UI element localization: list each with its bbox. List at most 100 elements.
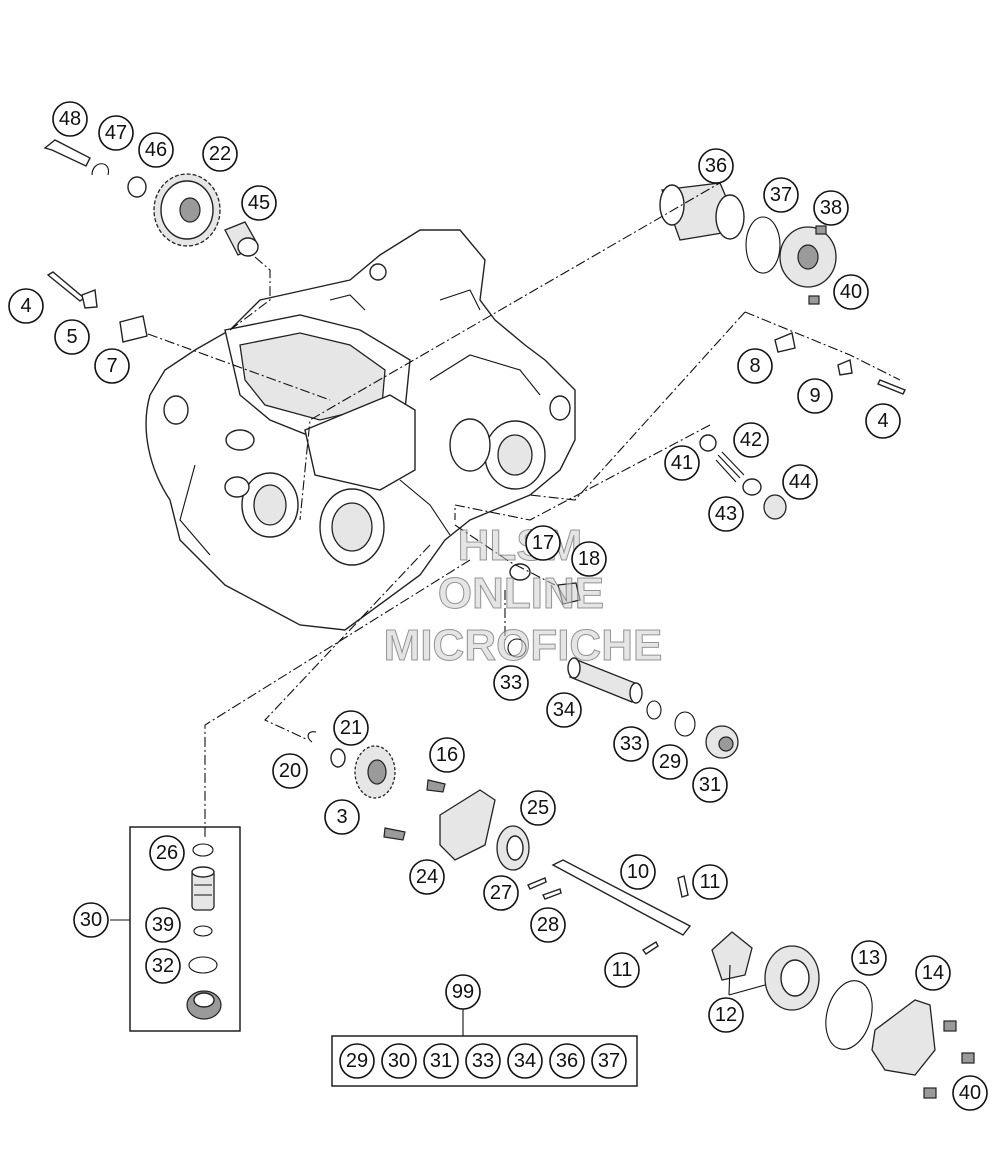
- callout-99[interactable]: 99: [445, 974, 481, 1010]
- callout-29[interactable]: 29: [652, 744, 688, 780]
- callout-30[interactable]: 30: [73, 902, 109, 938]
- callout-40-bottom[interactable]: 40: [952, 1075, 988, 1111]
- plug-44-icon: [763, 494, 787, 520]
- callout-25[interactable]: 25: [520, 790, 556, 826]
- callout-36-label: 36: [705, 155, 727, 177]
- callout-4-left[interactable]: 4: [8, 288, 44, 324]
- callout-37[interactable]: 37: [763, 177, 799, 213]
- callout-43-label: 43: [715, 503, 737, 525]
- callout-47[interactable]: 47: [98, 115, 134, 151]
- callout-39[interactable]: 39: [145, 907, 181, 943]
- callout-7[interactable]: 7: [94, 348, 130, 384]
- callout-22[interactable]: 22: [202, 136, 238, 172]
- callout-17[interactable]: 17: [525, 525, 561, 561]
- callout-24-label: 24: [416, 866, 438, 888]
- callout-13[interactable]: 13: [851, 940, 887, 976]
- callout-48[interactable]: 48: [52, 101, 88, 137]
- watermark-line-3: MICROFICHE: [384, 621, 663, 670]
- callout-24[interactable]: 24: [409, 859, 445, 895]
- kit-item-7[interactable]: 37: [591, 1043, 627, 1079]
- kit-item-3[interactable]: 31: [423, 1043, 459, 1079]
- kit-item-7-label: 37: [598, 1050, 620, 1072]
- o-ring-33a-icon: [507, 638, 527, 658]
- kit-item-2[interactable]: 30: [381, 1043, 417, 1079]
- bracket-5-icon: [81, 289, 98, 309]
- callout-8[interactable]: 8: [737, 348, 773, 384]
- plate-24-icon: [439, 789, 496, 861]
- kit-item-5[interactable]: 34: [507, 1043, 543, 1079]
- callout-33-upper[interactable]: 33: [493, 665, 529, 701]
- callout-39-label: 39: [152, 914, 174, 936]
- callout-48-label: 48: [59, 108, 81, 130]
- callout-18[interactable]: 18: [571, 541, 607, 577]
- callout-34-label: 34: [553, 699, 575, 721]
- callout-5[interactable]: 5: [54, 319, 90, 355]
- bolt-4-left-icon: [46, 271, 86, 302]
- callout-33-lower[interactable]: 33: [613, 726, 649, 762]
- callout-26[interactable]: 26: [149, 835, 185, 871]
- bolt-40c-icon: [943, 1020, 957, 1032]
- callout-31[interactable]: 31: [692, 767, 728, 803]
- callout-27[interactable]: 27: [483, 875, 519, 911]
- callout-34[interactable]: 34: [546, 692, 582, 728]
- washer-43-icon: [742, 478, 762, 496]
- circlip-20-icon: [307, 731, 317, 743]
- kit-item-1[interactable]: 29: [339, 1043, 375, 1079]
- callout-9-label: 9: [809, 385, 820, 407]
- callout-4-right-label: 4: [877, 410, 888, 432]
- callout-44[interactable]: 44: [782, 464, 818, 500]
- callout-10[interactable]: 10: [620, 854, 656, 890]
- callout-14[interactable]: 14: [915, 955, 951, 991]
- callout-20[interactable]: 20: [272, 753, 308, 789]
- shaft-34-icon: [567, 657, 643, 704]
- callout-29-label: 29: [659, 751, 681, 773]
- callout-21[interactable]: 21: [333, 710, 369, 746]
- plate-8-icon: [774, 332, 796, 353]
- callout-40-top[interactable]: 40: [833, 274, 869, 310]
- watermark: HLSM ONLINE MICROFICHE: [383, 521, 663, 671]
- callout-12[interactable]: 12: [708, 997, 744, 1033]
- watermark-line-1: HLSM: [458, 521, 583, 570]
- pin-11b-icon: [641, 941, 659, 955]
- callout-45-label: 45: [248, 192, 270, 214]
- gear-22-icon: [153, 173, 221, 247]
- callout-11-upper[interactable]: 11: [692, 864, 728, 900]
- callout-4-right[interactable]: 4: [865, 403, 901, 439]
- callout-28[interactable]: 28: [530, 907, 566, 943]
- callout-44-label: 44: [789, 471, 811, 493]
- callout-99-label: 99: [452, 981, 474, 1003]
- callouts: 48 47 46 22 45 4 5 7 36 37 38 40 8 9 4 4…: [8, 101, 988, 1111]
- callout-22-label: 22: [209, 143, 231, 165]
- callout-41[interactable]: 41: [664, 445, 700, 481]
- callout-32[interactable]: 32: [145, 948, 181, 984]
- callout-16[interactable]: 16: [429, 737, 465, 773]
- callout-3[interactable]: 3: [324, 799, 360, 835]
- callout-46-label: 46: [145, 139, 167, 161]
- callout-42[interactable]: 42: [733, 422, 769, 458]
- callout-26-label: 26: [156, 842, 178, 864]
- callout-18-label: 18: [578, 548, 600, 570]
- pin-28-icon: [542, 888, 562, 900]
- callout-40-top-label: 40: [840, 281, 862, 303]
- callout-38[interactable]: 38: [813, 190, 849, 226]
- rotor-12a-icon: [711, 931, 753, 981]
- kit-item-4[interactable]: 33: [465, 1043, 501, 1079]
- leader-lines: [110, 179, 901, 1036]
- washer-21-icon: [330, 748, 346, 768]
- callout-16-label: 16: [436, 744, 458, 766]
- o-ring-29-icon: [674, 711, 696, 737]
- callout-9[interactable]: 9: [797, 378, 833, 414]
- gear-3-icon: [354, 745, 396, 799]
- callout-43[interactable]: 43: [708, 496, 744, 532]
- shaft-10-icon: [551, 859, 692, 936]
- o-ring-33b-icon: [646, 700, 662, 720]
- callout-45[interactable]: 45: [241, 185, 277, 221]
- callout-12-label: 12: [715, 1004, 737, 1026]
- callout-46[interactable]: 46: [138, 132, 174, 168]
- kit-item-6[interactable]: 36: [549, 1043, 585, 1079]
- callout-11-lower[interactable]: 11: [604, 952, 640, 988]
- rotor-25-icon: [496, 825, 530, 871]
- bolt-16b-icon: [383, 827, 406, 841]
- callout-36[interactable]: 36: [698, 148, 734, 184]
